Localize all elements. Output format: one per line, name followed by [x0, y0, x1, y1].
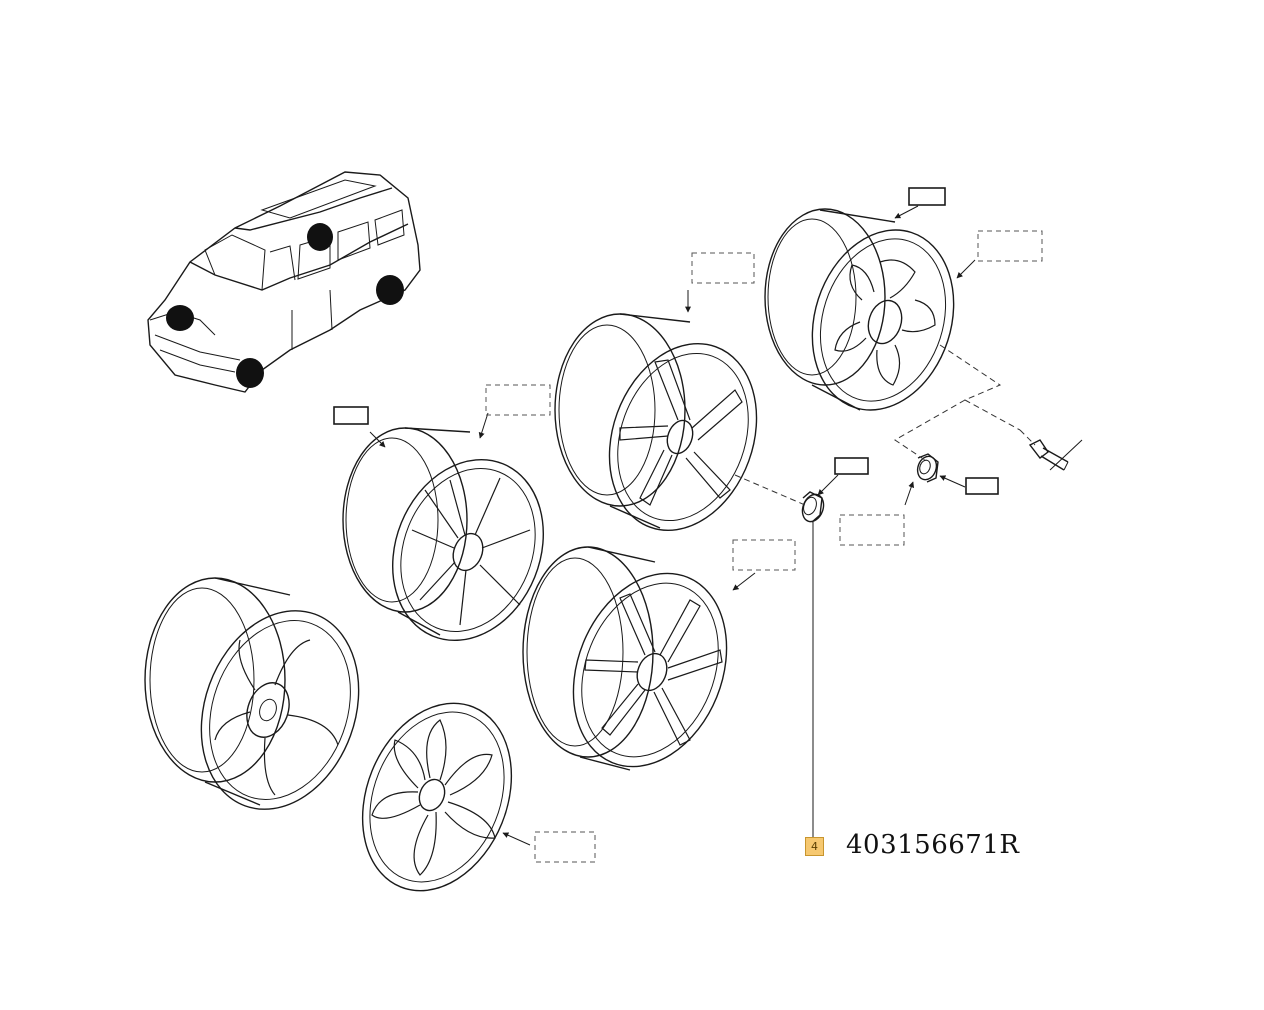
part-index-badge[interactable]: 4 [805, 837, 824, 856]
bolt-icon [1028, 439, 1083, 471]
wheel-icon [764, 208, 955, 411]
wheel-icon [554, 313, 758, 532]
nut-icon [916, 453, 939, 483]
wheel-icon [342, 427, 545, 642]
hubcap-icon [361, 702, 513, 892]
wheel-icon [144, 577, 360, 810]
car-icon [147, 171, 421, 393]
wheel-icon [522, 546, 728, 771]
center-cap-icon [801, 491, 825, 523]
part-number-label[interactable]: 403156671R [846, 830, 1020, 860]
